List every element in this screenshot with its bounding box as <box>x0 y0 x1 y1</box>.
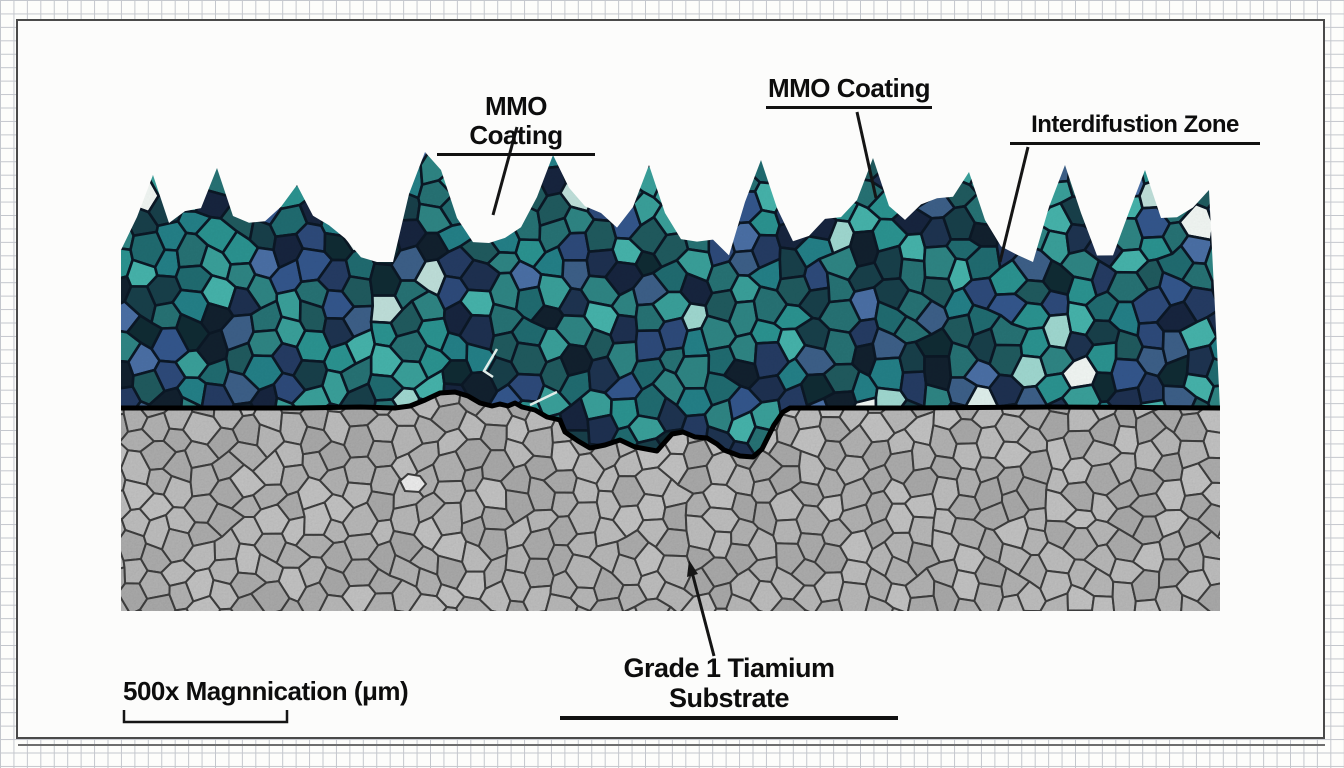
leader-line-mmo-1 <box>491 126 519 216</box>
callout-interdiffusion-zone: Interdifustion Zone <box>1010 111 1260 145</box>
annotations <box>122 111 1030 724</box>
callout-mmo-coating-1: MMO Coating <box>437 91 595 157</box>
scale-caption: 500x Magnnication (μm) <box>123 676 409 706</box>
callout-mmo-coating-2: MMO Coating <box>766 73 932 110</box>
scale-bar-bracket <box>122 710 289 724</box>
substrate-arrow-line <box>690 571 716 657</box>
leader-line-interdiffusion <box>998 146 1030 263</box>
callout-substrate: Grade 1 Tiamium Substrate <box>560 653 898 721</box>
substrate-arrowhead-icon <box>687 560 698 577</box>
leader-line-mmo-2 <box>855 111 878 199</box>
interface-line <box>121 389 1221 460</box>
